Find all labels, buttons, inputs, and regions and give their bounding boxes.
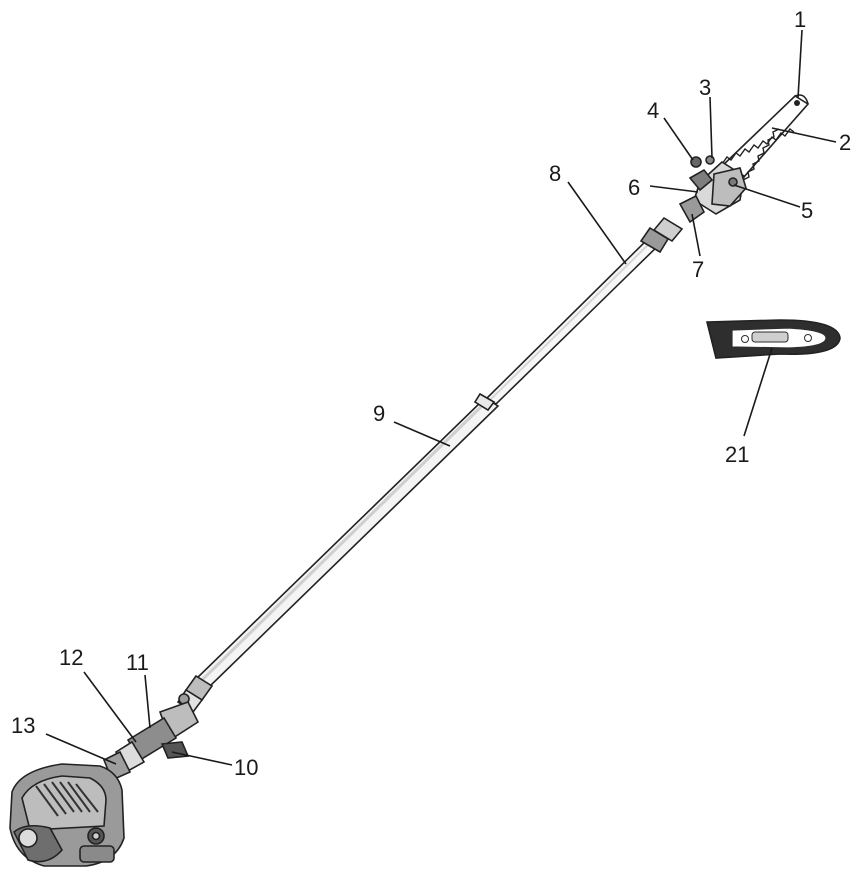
callout-8: 8	[549, 161, 561, 186]
leader-lines	[45, 29, 837, 766]
callout-1: 1	[794, 7, 806, 32]
callout-2: 2	[839, 130, 851, 155]
telescopic-pole	[176, 216, 684, 714]
bar-cover	[705, 319, 841, 359]
callout-7: 7	[692, 257, 704, 282]
handle-assembly	[102, 701, 200, 782]
callout-labels: 1 2 3 4 5 6 7 8 9 10 11 12 13 21	[11, 7, 851, 780]
callout-9: 9	[373, 401, 385, 426]
callout-4: 4	[647, 98, 659, 123]
callout-3: 3	[699, 75, 711, 100]
callout-11: 11	[126, 650, 149, 675]
callout-12: 12	[59, 645, 83, 670]
callout-21: 21	[725, 442, 749, 467]
callout-13: 13	[11, 713, 35, 738]
callout-10: 10	[234, 755, 258, 780]
callout-6: 6	[628, 175, 640, 200]
saw-head	[678, 94, 810, 224]
engine-unit	[9, 763, 125, 867]
callout-5: 5	[801, 198, 813, 223]
